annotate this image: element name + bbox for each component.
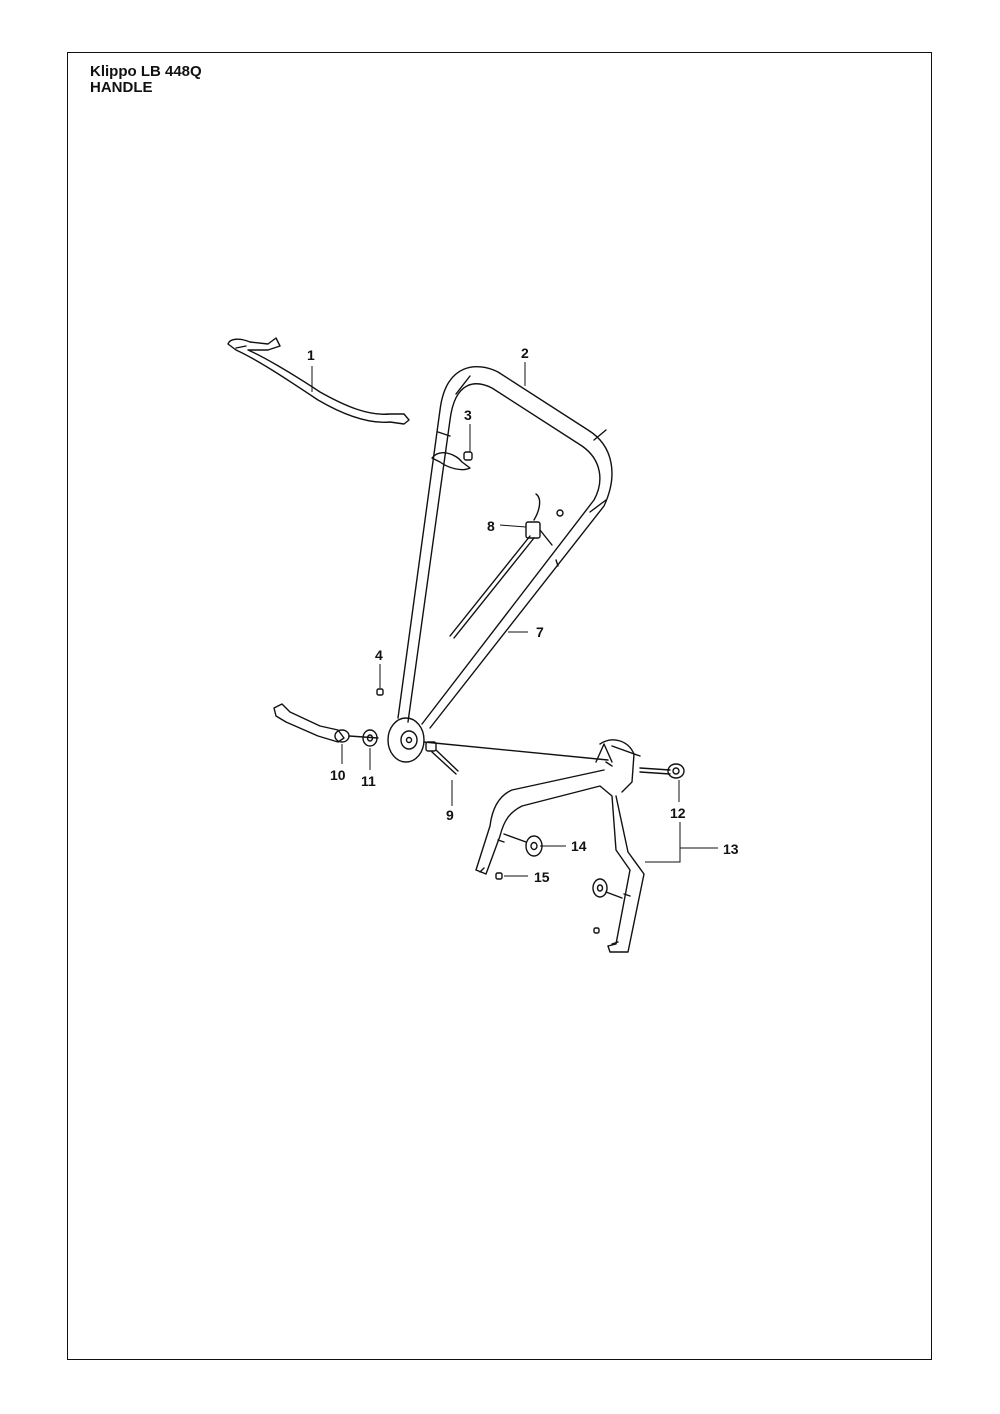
part-1-cable xyxy=(227,337,410,425)
callout-3: 3 xyxy=(464,407,472,423)
part-9-bolt xyxy=(425,741,459,775)
part-13-lower-handle xyxy=(475,739,645,953)
part-4-screw xyxy=(376,688,384,696)
part-2-upper-handle xyxy=(397,366,613,729)
leader-lines xyxy=(311,362,718,877)
part-3-nut xyxy=(463,451,473,461)
callout-4: 4 xyxy=(375,647,383,663)
callout-10: 10 xyxy=(330,767,346,783)
callout-8: 8 xyxy=(487,518,495,534)
page-border xyxy=(67,52,932,1360)
part-8-cable-tie xyxy=(449,493,553,639)
part-12-bolt xyxy=(639,763,685,779)
part-14-washer-second xyxy=(592,878,623,899)
callout-labels: 1 2 3 4 7 8 9 10 11 12 13 14 15 xyxy=(307,345,739,885)
callout-9: 9 xyxy=(446,807,454,823)
part-11-washer xyxy=(362,729,378,747)
callout-2: 2 xyxy=(521,345,529,361)
callout-12: 12 xyxy=(670,805,686,821)
part-14-washer xyxy=(503,833,543,857)
callout-11: 11 xyxy=(361,773,376,789)
handle-pivot-hub xyxy=(387,717,609,763)
callout-7: 7 xyxy=(536,624,544,640)
callout-15: 15 xyxy=(534,869,550,885)
part-15-screw xyxy=(495,872,600,934)
page-title: Klippo LB 448Q HANDLE xyxy=(90,64,202,96)
model-name: Klippo LB 448Q xyxy=(90,63,202,80)
part-10-knob xyxy=(273,703,379,743)
section-name: HANDLE xyxy=(90,79,153,96)
callout-1: 1 xyxy=(307,347,315,363)
callout-14: 14 xyxy=(571,838,587,854)
callout-13: 13 xyxy=(723,841,739,857)
